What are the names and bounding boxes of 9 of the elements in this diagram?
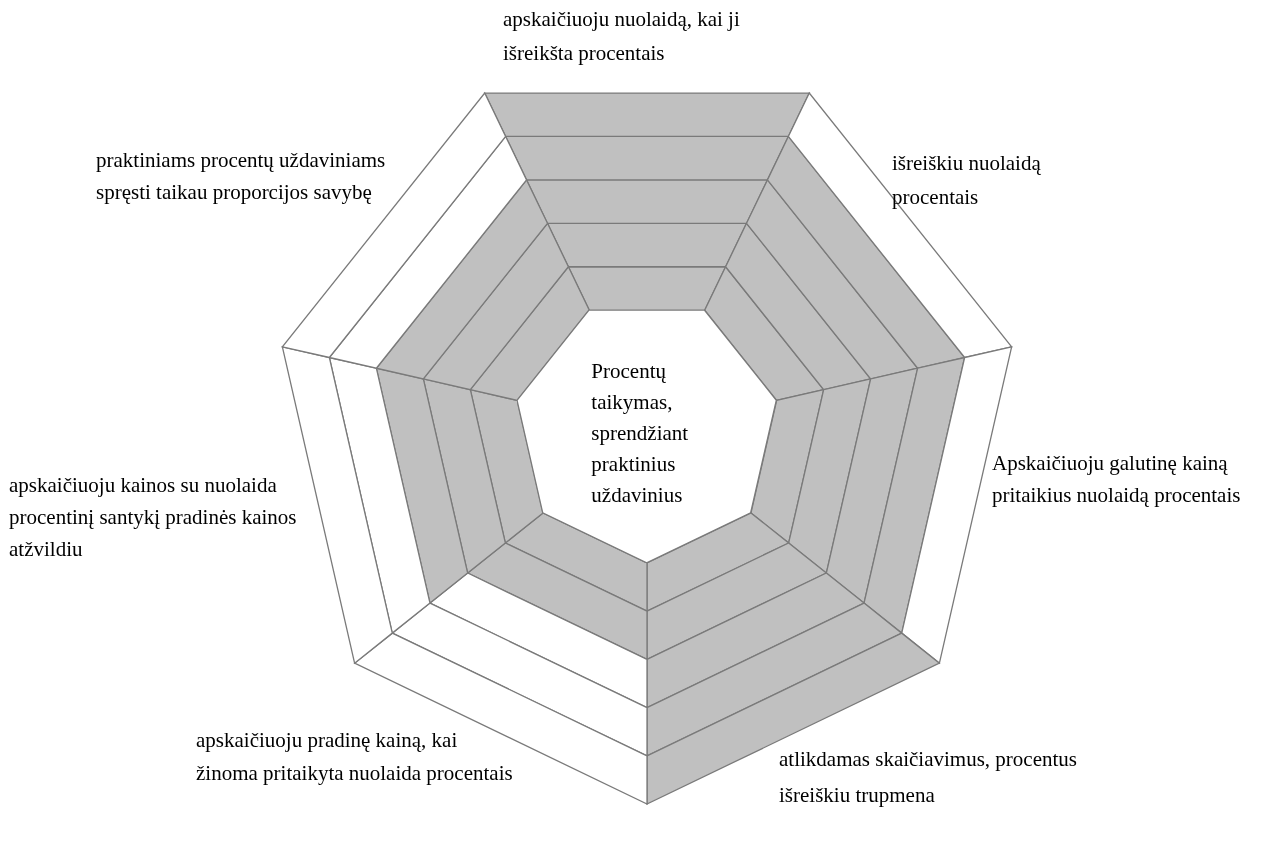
axis-label: atlikdamas skaičiavimus, procentus išreiškiu trupmena	[779, 746, 1078, 809]
axis-label: išreiškiu nuolaidą procentais	[892, 150, 1042, 211]
axis-label: Apskaičiuoju galutinę kainą pritaikius nuolaidą procentais	[992, 450, 1242, 509]
axis-label: apskaičiuoju pradinę kainą, kai žinoma pritaikyta nuolaida procentais	[196, 727, 514, 787]
axis-label: apskaičiuoju nuolaidą, kai ji išreikšta procentais	[503, 6, 741, 67]
axis-label: apskaičiuoju kainos su nuolaida procentinį santykį pradinės kainos atžvildiu	[9, 472, 298, 563]
axis-label: praktiniams procentų uždaviniams spręsti taikau proporcijos savybę	[96, 147, 387, 206]
center-heptagon	[517, 310, 777, 563]
center-title: Procentų taikymas, sprendžiant praktinius uždavinius	[591, 358, 690, 510]
